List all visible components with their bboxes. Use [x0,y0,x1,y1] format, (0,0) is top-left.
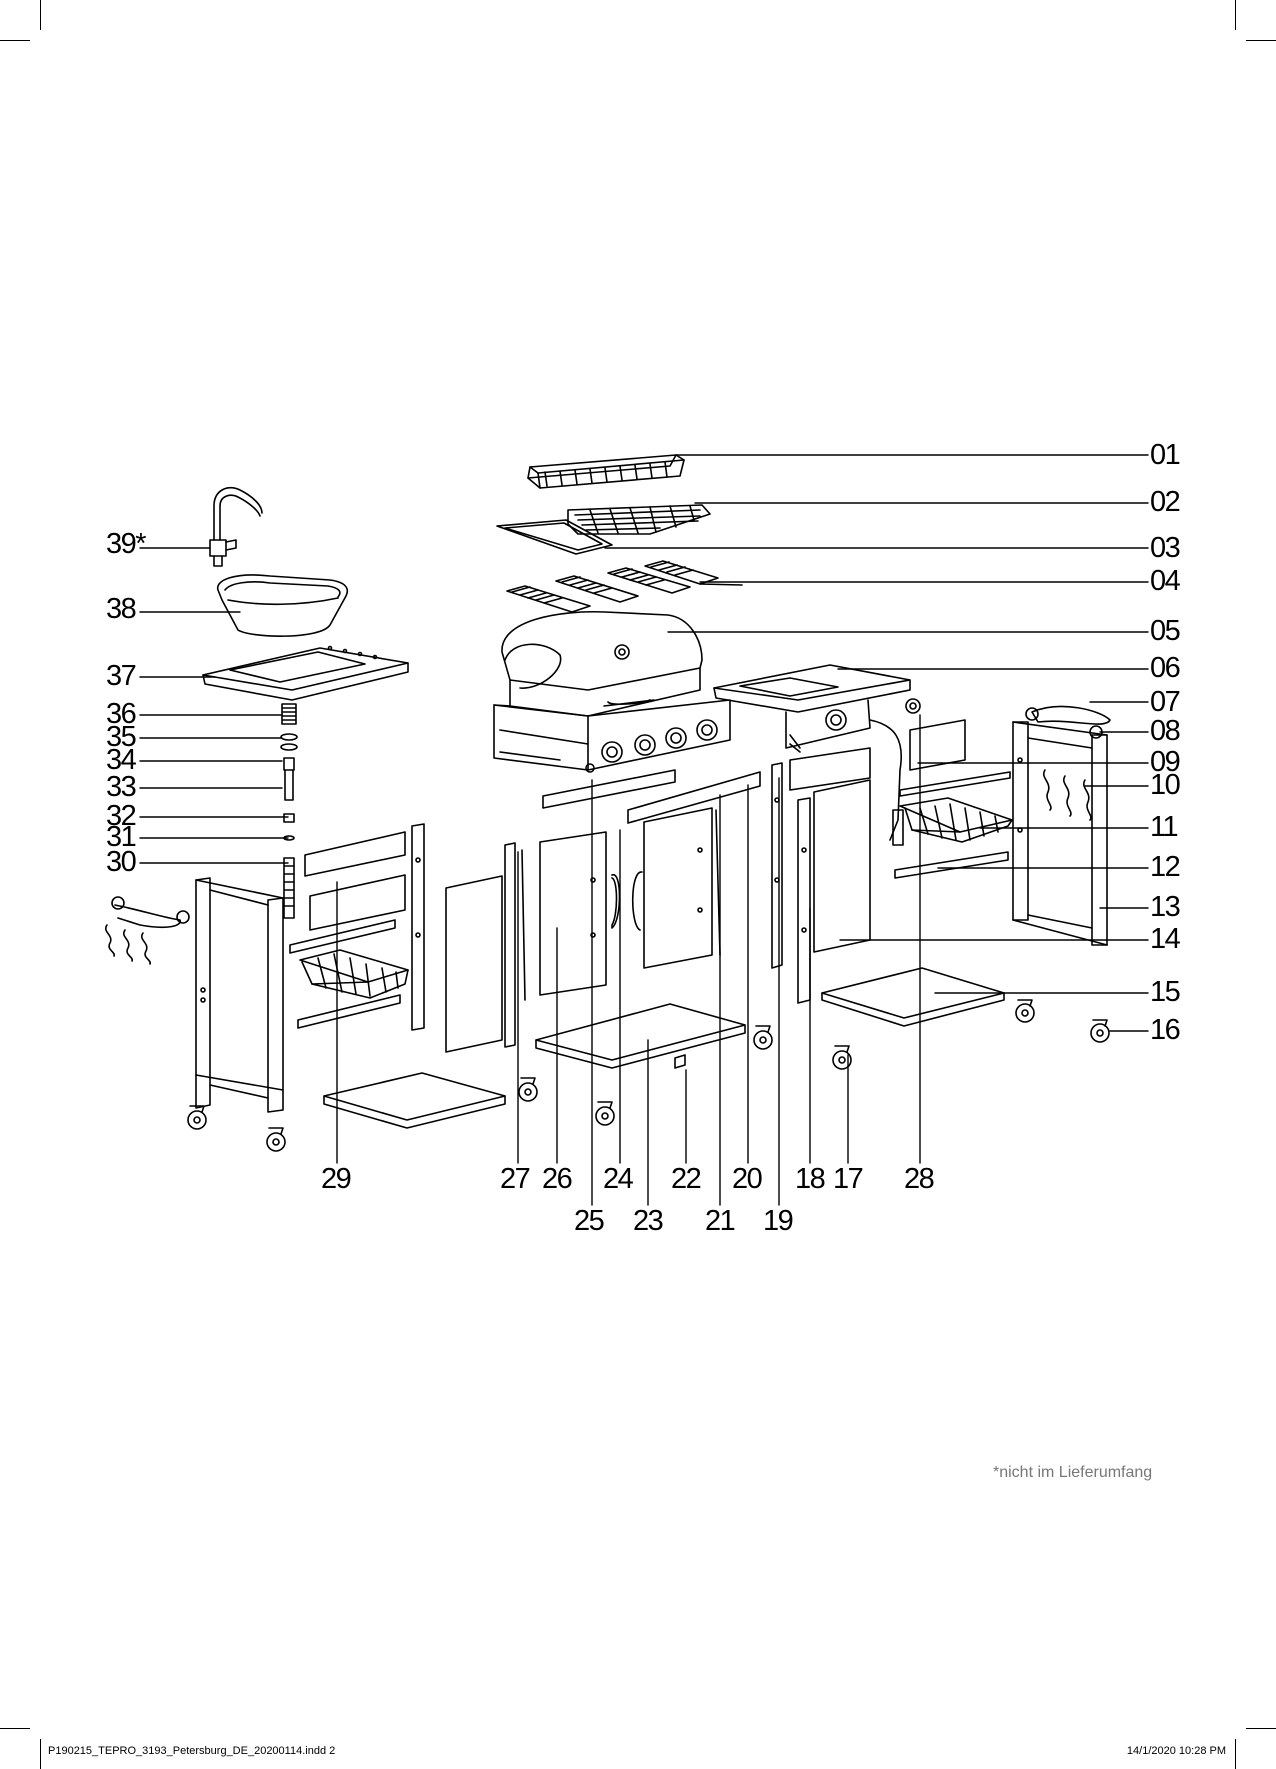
part-label-04: 04 [1150,567,1179,596]
footnote: *nicht im Lieferumfang [993,1464,1152,1482]
faucet-part [210,488,262,566]
part-label-22: 22 [671,1165,700,1194]
print-slug-left: P190215_TEPRO_3193_Petersburg_DE_2020011… [48,1745,335,1757]
part-label-14: 14 [1150,925,1179,954]
part-label-19: 19 [763,1207,792,1236]
part-label-28: 28 [904,1165,933,1194]
left-basket-part [300,950,408,998]
part-label-05: 05 [1150,617,1179,646]
left-post-part [412,824,424,1030]
part-label-16: 16 [1150,1016,1179,1045]
part-label-08: 08 [1150,717,1179,746]
part-label-20: 20 [732,1165,761,1194]
panel-26-part [446,876,502,1052]
basket-right-part [900,798,1012,842]
casters-center-part [519,1078,614,1125]
part-label-11: 11 [1150,813,1177,842]
post-18-part [798,798,810,1003]
post-27-part [505,843,525,1047]
part-label-29: 29 [321,1165,350,1194]
sink-basin-part [218,575,348,636]
part-label-30: 30 [106,848,135,877]
knob-part [906,699,920,713]
part-label-39: 39* [106,530,145,559]
right-side-frame-part [1013,722,1107,945]
part-label-37: 37 [106,662,135,691]
left-bottom-shelf-part [324,1073,505,1128]
left-rails-part [290,832,405,1028]
side-burner-shelf-part [714,665,910,752]
print-slug-right: 14/1/2020 10:28 PM [1127,1745,1226,1757]
part-label-15: 15 [1150,978,1179,1007]
towel-bar-part [106,897,189,964]
part-label-03: 03 [1150,534,1179,563]
warming-rack-part [528,455,684,488]
grill-body-part [494,612,730,772]
part-label-06: 06 [1150,654,1179,683]
part-label-26: 26 [542,1165,571,1194]
hose-regulator-part [870,720,903,845]
top-rails-part [543,770,760,823]
part-label-02: 02 [1150,488,1179,517]
right-bottom-shelf-part [822,968,1004,1026]
part-label-13: 13 [1150,893,1179,922]
hooks-part [1044,770,1091,820]
part-label-38: 38 [106,595,135,624]
casters-left-part [188,1106,285,1151]
sink-top-part [203,647,408,701]
left-door-part [540,832,620,995]
part-label-01: 01 [1150,441,1179,470]
part-label-21: 21 [705,1207,734,1236]
drain-parts [281,704,297,918]
part-label-10: 10 [1150,771,1179,800]
left-frame-part [196,878,283,1112]
part-label-12: 12 [1150,853,1179,882]
part-label-17: 17 [833,1165,862,1194]
center-bottom-shelf-part [536,1004,745,1068]
right-door-center-part [633,808,720,968]
part-label-18: 18 [795,1165,824,1194]
part-label-25: 25 [574,1207,603,1236]
grill-grate-part [568,505,710,534]
leader-lines-right [605,455,1148,1031]
part-label-24: 24 [603,1165,632,1194]
flame-tamers-part [507,561,742,612]
part-label-23: 23 [633,1207,662,1236]
part-label-27: 27 [500,1165,529,1194]
leader-lines-left [140,548,288,863]
part-label-33: 33 [106,773,135,802]
part-label-07: 07 [1150,688,1179,717]
post-19-part [772,763,782,968]
